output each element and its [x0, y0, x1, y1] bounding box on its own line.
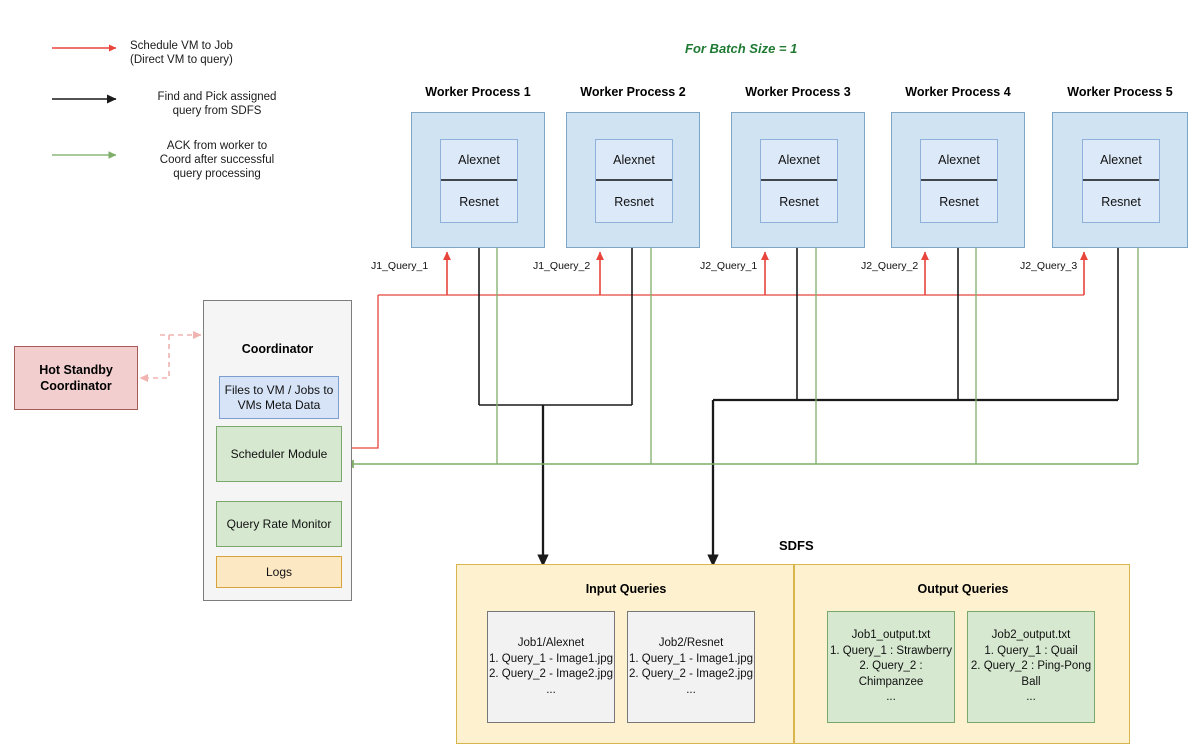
- worker-title-5: Worker Process 5: [1067, 85, 1173, 99]
- module-logs[interactable]: Logs: [216, 556, 342, 588]
- worker-box-1[interactable]: Alexnet Resnet: [411, 112, 545, 248]
- worker-box-5[interactable]: Alexnet Resnet: [1052, 112, 1188, 248]
- worker-box-4[interactable]: Alexnet Resnet: [891, 112, 1025, 248]
- sdfs-title: SDFS: [779, 538, 814, 553]
- batch-size-title: For Batch Size = 1: [685, 41, 798, 56]
- legend-item-schedule: Schedule VM to Job (Direct VM to query): [130, 40, 233, 66]
- query-label-5: J2_Query_3: [1020, 260, 1078, 272]
- query-label-4: J2_Query_2: [861, 260, 919, 272]
- model-alexnet-4: Alexnet: [921, 140, 997, 181]
- output-file-job2[interactable]: Job2_output.txt 1. Query_1 : Quail 2. Qu…: [967, 611, 1095, 723]
- legend-item-ack: ACK from worker to Coord after successfu…: [159, 140, 275, 180]
- model-resnet-4: Resnet: [939, 194, 979, 209]
- query-label-3: J2_Query_1: [700, 260, 758, 272]
- input-file-job1[interactable]: Job1/Alexnet 1. Query_1 - Image1.jpg 2. …: [487, 611, 615, 723]
- worker-models-3: Alexnet Resnet: [760, 139, 838, 223]
- sdfs-output-panel: Output Queries Job1_output.txt 1. Query_…: [794, 564, 1130, 744]
- module-scheduler[interactable]: Scheduler Module: [216, 426, 342, 482]
- worker-models-4: Alexnet Resnet: [920, 139, 998, 223]
- worker-models-5: Alexnet Resnet: [1082, 139, 1160, 223]
- sdfs-output-title: Output Queries: [917, 582, 1009, 596]
- worker-models-1: Alexnet Resnet: [440, 139, 518, 223]
- query-label-1: J1_Query_1: [371, 260, 429, 272]
- model-resnet-5: Resnet: [1101, 194, 1141, 209]
- legend-item-find-pick: Find and Pick assigned query from SDFS: [157, 91, 277, 117]
- model-alexnet-3: Alexnet: [761, 140, 837, 181]
- module-files-to-vm-meta[interactable]: Files to VM / Jobs to VMs Meta Data: [219, 376, 339, 419]
- model-resnet-1: Resnet: [459, 194, 499, 209]
- module-query-rate-monitor[interactable]: Query Rate Monitor: [216, 501, 342, 547]
- coordinator-title: Coordinator: [241, 342, 314, 356]
- model-alexnet-1: Alexnet: [441, 140, 517, 181]
- worker-box-3[interactable]: Alexnet Resnet: [731, 112, 865, 248]
- input-file-job2[interactable]: Job2/Resnet 1. Query_1 - Image1.jpg 2. Q…: [627, 611, 755, 723]
- model-alexnet-2: Alexnet: [596, 140, 672, 181]
- coordinator-panel[interactable]: Coordinator Files to VM / Jobs to VMs Me…: [203, 300, 352, 601]
- model-resnet-3: Resnet: [779, 194, 819, 209]
- worker-title-3: Worker Process 3: [745, 85, 851, 99]
- standby-sync-in: [139, 335, 170, 383]
- output-file-job1[interactable]: Job1_output.txt 1. Query_1 : Strawberry …: [827, 611, 955, 723]
- hot-standby-coordinator-box[interactable]: Hot Standby Coordinator: [14, 346, 138, 410]
- model-resnet-2: Resnet: [614, 194, 654, 209]
- query-label-2: J1_Query_2: [533, 260, 591, 272]
- sdfs-input-title: Input Queries: [585, 582, 667, 596]
- worker-title-4: Worker Process 4: [905, 85, 1011, 99]
- worker-models-2: Alexnet Resnet: [595, 139, 673, 223]
- worker-title-1: Worker Process 1: [425, 85, 531, 99]
- red-bus-scheduler-exit: [352, 295, 379, 449]
- sdfs-input-panel: Input Queries Job1/Alexnet 1. Query_1 - …: [456, 564, 794, 744]
- worker-title-2: Worker Process 2: [580, 85, 686, 99]
- worker-box-2[interactable]: Alexnet Resnet: [566, 112, 700, 248]
- model-alexnet-5: Alexnet: [1083, 140, 1159, 181]
